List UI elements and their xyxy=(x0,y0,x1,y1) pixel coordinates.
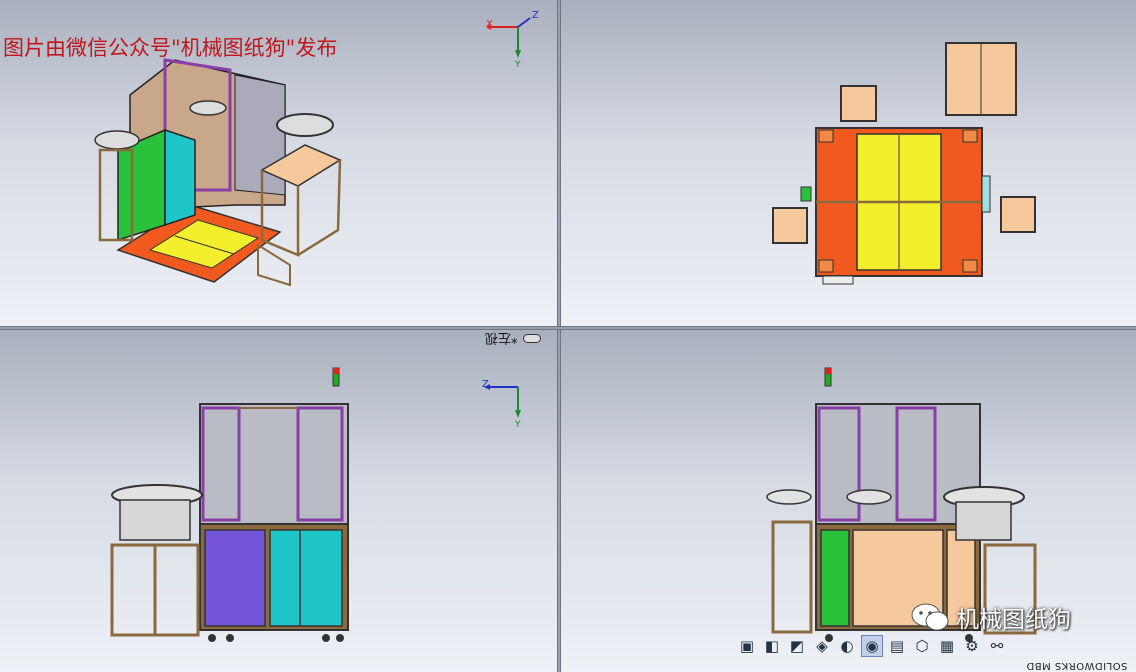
triad-z-label: Z xyxy=(482,379,489,390)
axis-triad-icon xyxy=(486,17,531,58)
right-view-model[interactable] xyxy=(561,330,1136,672)
render-icon[interactable]: ▦ xyxy=(939,637,955,655)
shaded-icon[interactable]: ◐ xyxy=(840,637,854,655)
triad-x-label: X xyxy=(486,19,493,30)
display-style-icon[interactable]: ◧ xyxy=(764,637,780,655)
brand-text: 机械图纸狗 xyxy=(956,607,1071,633)
view-settings-icon[interactable]: ⬡ xyxy=(915,637,929,655)
right-viewport[interactable] xyxy=(561,330,1136,672)
isometric-viewport[interactable]: 图片由微信公众号"机械图纸狗"发布 X Z Y xyxy=(0,0,557,326)
brand-watermark: 机械图纸狗 xyxy=(910,600,1071,634)
watermark-text: 图片由微信公众号"机械图纸狗"发布 xyxy=(3,36,338,60)
triad-y-label: Y xyxy=(515,60,521,70)
triad-y-label: Y xyxy=(515,420,521,430)
viewport-horizontal-splitter[interactable] xyxy=(0,326,1136,330)
left-view-model[interactable] xyxy=(0,330,557,672)
section-view-icon[interactable]: ◩ xyxy=(789,637,805,655)
heads-up-view-toolbar: ▣ ◧ ◩ ◈ ◐ ◉ ▤ ⬡ ▦ ⚙ ⚯ xyxy=(736,632,1008,660)
link-icon[interactable]: ⚯ xyxy=(990,637,1004,655)
top-view-model[interactable] xyxy=(561,0,1136,326)
appearance-icon[interactable]: ◈ xyxy=(816,637,828,655)
scene-icon[interactable]: ▤ xyxy=(889,637,905,655)
viewport-vertical-splitter[interactable] xyxy=(557,0,561,672)
left-viewport[interactable]: *左视 Z Y xyxy=(0,330,557,672)
view-label-icon xyxy=(523,334,541,343)
lock-icon[interactable]: ⚙ xyxy=(965,637,979,655)
axis-triad-icon xyxy=(484,384,521,418)
app-label: SOLIDWORKS MBD xyxy=(1026,660,1128,671)
hide-show-icon[interactable]: ◉ xyxy=(861,635,883,657)
triad-z-label: Z xyxy=(532,10,539,21)
wechat-icon xyxy=(911,603,949,631)
top-viewport[interactable] xyxy=(561,0,1136,326)
isometric-model[interactable] xyxy=(0,0,557,326)
view-orientation-icon[interactable]: ▣ xyxy=(739,637,755,655)
